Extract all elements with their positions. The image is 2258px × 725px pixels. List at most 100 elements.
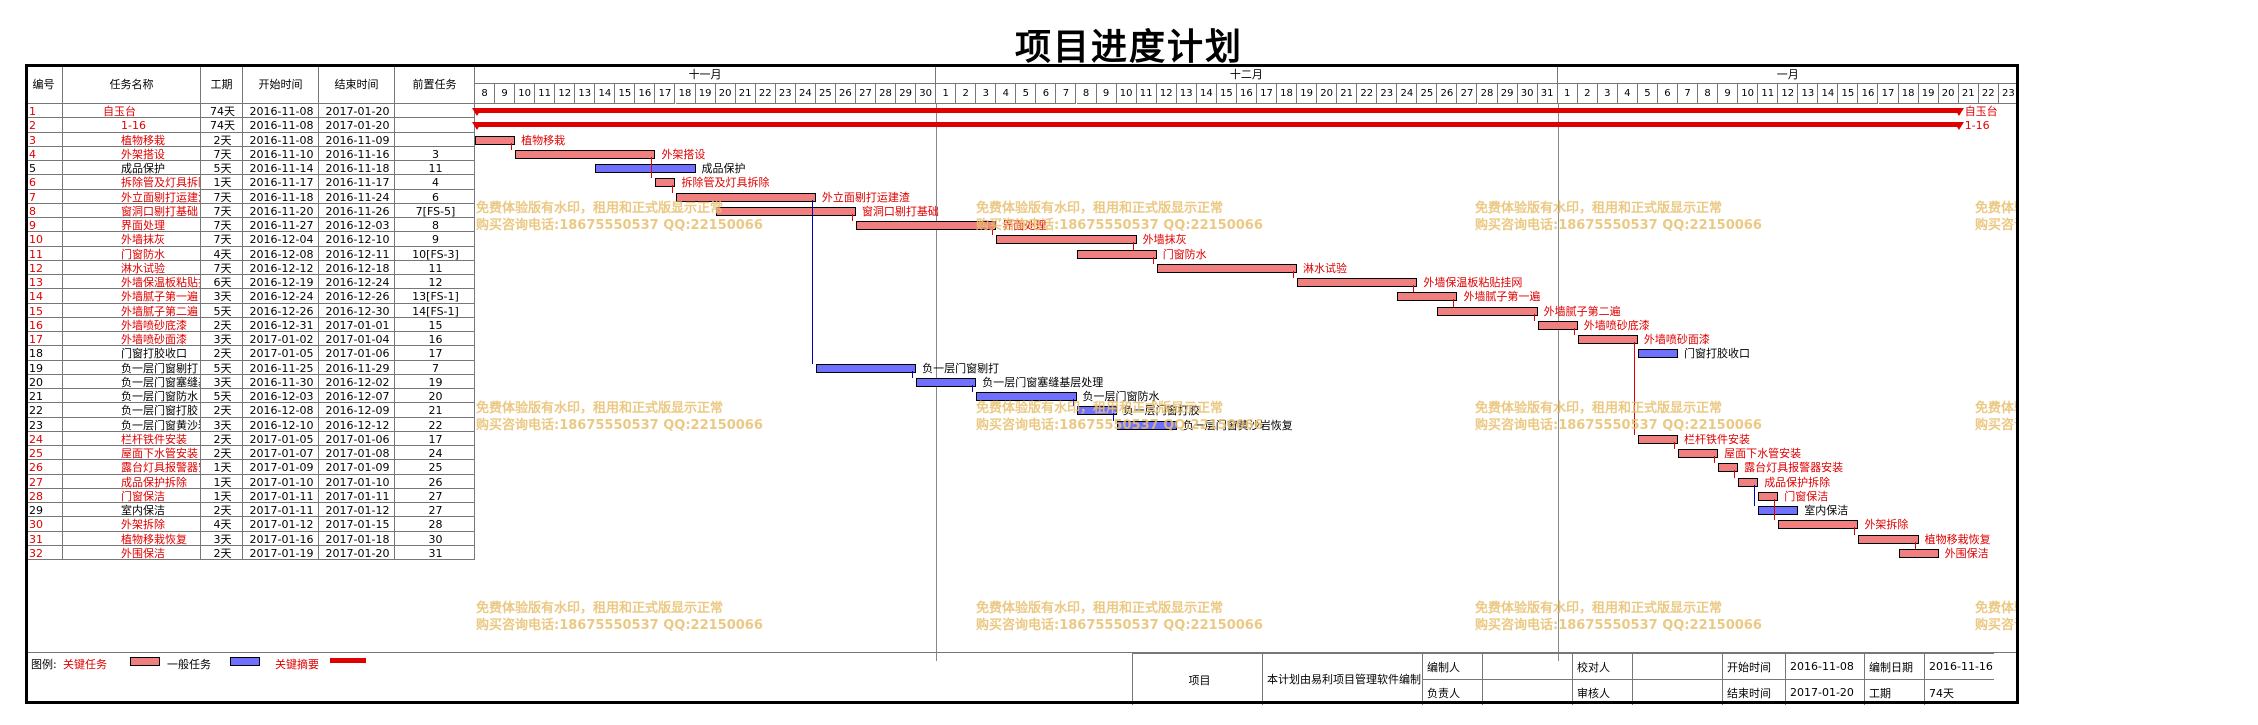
task-cell-col-predecessor: 10[FS-3] — [395, 246, 475, 261]
task-cell-col-end: 2017-01-09 — [319, 460, 395, 475]
task-cell-col-id: 28 — [25, 488, 63, 503]
task-cell-col-end: 2017-01-01 — [319, 317, 395, 332]
watermark-line2: 购买咨询电话:18675550537 QQ:22150066 — [476, 218, 763, 233]
task-bar[interactable] — [1778, 520, 1859, 530]
watermark-line2: 购买咨询电话:18675550537 QQ:22150066 — [476, 618, 763, 633]
task-cell-col-predecessor: 7 — [395, 360, 475, 375]
task-bar[interactable] — [1898, 548, 1939, 558]
task-bar[interactable] — [855, 221, 997, 230]
day-header: 6 — [1657, 84, 1678, 104]
task-cell-col-name: 负一层门窗剔打 — [63, 360, 201, 375]
task-bar[interactable] — [1738, 477, 1759, 487]
task-cell-col-id: 18 — [25, 346, 63, 361]
task-cell-col-name: 成品保护拆除 — [63, 474, 201, 489]
task-bar[interactable] — [815, 363, 917, 373]
task-bar[interactable] — [1297, 278, 1418, 287]
task-cell-col-name: 植物移栽恢复 — [63, 531, 201, 546]
watermark-line2: 购买咨询电话:18675550537 QQ:22150066 — [976, 418, 1263, 433]
day-header: 22 — [1978, 84, 1999, 104]
day-header: 11 — [535, 84, 556, 104]
task-cell-col-predecessor: 31 — [395, 545, 475, 560]
task-bar[interactable] — [475, 135, 516, 145]
task-bar[interactable] — [916, 377, 977, 387]
watermark-text: 免费体验版有水印，租用和正式版显示正常购买咨询电话:18675550537 QQ… — [1475, 400, 1945, 434]
task-cell-col-start: 2017-01-07 — [243, 446, 319, 461]
task-cell-col-end: 2017-01-06 — [319, 431, 395, 446]
task-bar[interactable] — [715, 206, 856, 216]
task-cell-col-duration: 74天 — [201, 118, 243, 133]
watermark-line1: 免费体验版有水印，租用和正式版显示正常 — [1975, 201, 2019, 216]
task-cell-col-end: 2017-01-04 — [319, 332, 395, 347]
watermark-text: 免费体验版有水印，租用和正式版显示正常购买咨询电话:18675550537 QQ… — [476, 600, 946, 634]
task-cell-col-name: 室内保洁 — [63, 503, 201, 518]
task-bar[interactable] — [1076, 406, 1117, 416]
task-cell-col-duration: 7天 — [201, 203, 243, 218]
footer-date: 2016-11-16 — [1924, 653, 1994, 679]
task-cell-col-duration: 5天 — [201, 389, 243, 404]
dependency-line — [511, 142, 513, 150]
task-bar[interactable] — [1437, 306, 1538, 316]
task-bar[interactable] — [1858, 534, 1919, 544]
task-cell-col-start: 2016-12-08 — [243, 246, 319, 261]
task-cell-col-end: 2016-11-17 — [319, 175, 395, 190]
task-bar[interactable] — [1758, 491, 1779, 501]
dependency-line — [1152, 256, 1154, 264]
task-bar[interactable] — [1637, 349, 1678, 359]
task-bar[interactable] — [1577, 335, 1638, 344]
task-bar-label: 外墙腻子第一遍 — [1463, 290, 1541, 304]
task-cell-col-start: 2016-12-12 — [243, 260, 319, 275]
footer-end-label: 结束时间 — [1722, 679, 1785, 705]
watermark-line2: 购买咨询电话:18675550537 QQ:22150066 — [1475, 618, 1762, 633]
task-cell-col-end: 2017-01-18 — [319, 531, 395, 546]
task-bar[interactable] — [1537, 320, 1578, 330]
task-cell-col-duration: 3天 — [201, 289, 243, 304]
task-bar[interactable] — [1637, 434, 1678, 444]
task-cell-col-predecessor: 25 — [395, 460, 475, 475]
task-bar[interactable] — [1758, 506, 1799, 515]
day-header: 4 — [996, 84, 1017, 104]
task-cell-col-duration: 7天 — [201, 218, 243, 233]
task-cell-col-duration: 7天 — [201, 189, 243, 204]
day-header: 27 — [1457, 84, 1478, 104]
day-header: 10 — [1116, 84, 1137, 104]
task-cell-col-duration: 5天 — [201, 360, 243, 375]
day-header: 13 — [1176, 84, 1197, 104]
task-cell-col-name: 负一层门窗黄沙岩恢复 — [63, 417, 201, 432]
task-bar[interactable] — [595, 164, 696, 173]
task-bar-label: 植物移栽 — [521, 133, 566, 147]
task-cell-col-duration: 2天 — [201, 132, 243, 147]
day-header: 8 — [1076, 84, 1097, 104]
task-bar[interactable] — [1116, 420, 1177, 430]
task-cell-col-predecessor: 14[FS-1] — [395, 303, 475, 318]
task-bar[interactable] — [1076, 249, 1157, 259]
task-cell-col-id: 11 — [25, 246, 63, 261]
footer-dur: 74天 — [1924, 679, 1994, 705]
task-bar-label: 界面处理 — [1002, 219, 1047, 232]
task-bar[interactable] — [655, 178, 676, 188]
task-bar-label: 负一层门窗防水 — [1082, 390, 1160, 403]
day-header: 15 — [1838, 84, 1859, 104]
task-bar[interactable] — [996, 235, 1137, 245]
task-cell-col-name: 自玉台 — [63, 104, 201, 119]
task-bar[interactable] — [1678, 449, 1719, 458]
watermark-line1: 免费体验版有水印，租用和正式版显示正常 — [976, 201, 1224, 216]
legend-key-swatch — [330, 658, 366, 663]
task-cell-col-predecessor: 17 — [395, 431, 475, 446]
task-cell-col-predecessor: 28 — [395, 517, 475, 532]
task-bar-label: 拆除管及灯具拆除 — [681, 176, 770, 190]
task-bar[interactable] — [1156, 263, 1298, 273]
task-bar[interactable] — [515, 149, 656, 159]
task-bar[interactable] — [1397, 292, 1458, 302]
footer-start: 2016-11-08 — [1785, 653, 1864, 679]
task-bar[interactable] — [675, 192, 816, 202]
day-header: 10 — [1738, 84, 1759, 104]
task-cell-col-id: 22 — [25, 403, 63, 418]
task-bar[interactable] — [1718, 463, 1739, 473]
task-cell-col-id: 16 — [25, 317, 63, 332]
task-cell-col-id: 2 — [25, 118, 63, 133]
task-cell-col-predecessor: 24 — [395, 446, 475, 461]
day-header: 15 — [1216, 84, 1237, 104]
task-bar[interactable] — [976, 392, 1077, 401]
day-header: 27 — [855, 84, 876, 104]
